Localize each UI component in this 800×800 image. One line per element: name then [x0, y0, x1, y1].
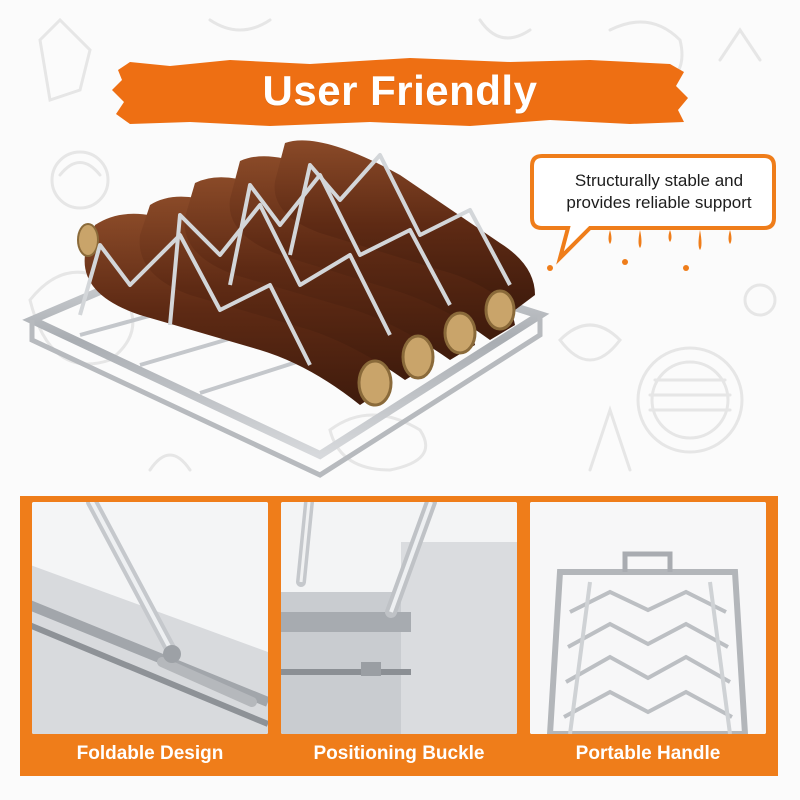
- feature-card-handle: [530, 502, 766, 734]
- speech-bubble-shape: [530, 154, 776, 271]
- features-panel: Foldable Design Positioning Buckle: [20, 496, 778, 776]
- rib-rack-product-image: [22, 140, 550, 478]
- feature-card-buckle: [281, 502, 517, 734]
- feature-label-handle: Portable Handle: [575, 743, 721, 764]
- callout-line-2: provides reliable support: [566, 193, 752, 212]
- feature-card-foldable: [32, 502, 268, 734]
- fold-hinge-closeup-icon: [32, 502, 268, 734]
- callout-line-1: Structurally stable and: [574, 171, 744, 190]
- feature-label-buckle: Positioning Buckle: [313, 743, 485, 764]
- brush-stroke-shape: [112, 58, 688, 126]
- feature-callout: Structurally stable and provides reliabl…: [520, 150, 780, 280]
- callout-text: Structurally stable and provides reliabl…: [552, 170, 766, 214]
- handle-rack-closeup-icon: [530, 502, 766, 734]
- feature-label-foldable: Foldable Design: [76, 743, 224, 764]
- title-banner: User Friendly: [110, 52, 690, 130]
- page-title: User Friendly: [262, 67, 538, 114]
- buckle-closeup-icon: [281, 502, 517, 734]
